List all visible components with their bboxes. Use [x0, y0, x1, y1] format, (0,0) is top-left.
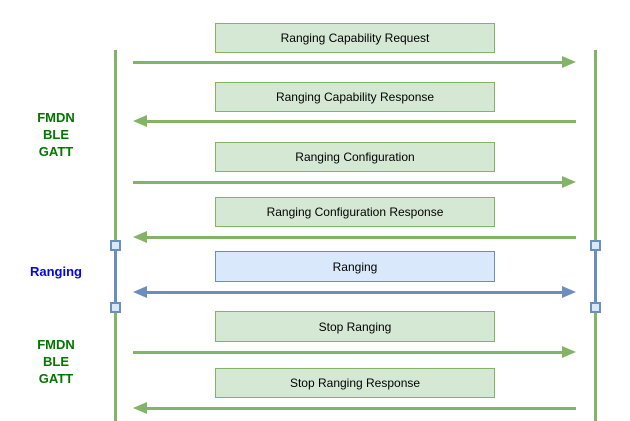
- message-arrow-ranging-bidirectional: [133, 286, 576, 298]
- arrow-shaft: [144, 119, 576, 123]
- phase-label-line: GATT: [38, 371, 74, 386]
- message-arrow-ranging-capability-response: [133, 115, 576, 127]
- arrowhead-left: [133, 115, 147, 127]
- arrowhead-left: [133, 231, 147, 243]
- phase-label-line: FMDN: [37, 110, 75, 125]
- message-label: Ranging Configuration: [295, 150, 415, 164]
- lifeline-right: [594, 50, 597, 421]
- message-box-ranging-configuration: Ranging Configuration: [215, 142, 495, 172]
- message-label: Ranging: [332, 259, 378, 274]
- arrowhead-right: [562, 346, 576, 358]
- message-box-stop-ranging-response: Stop Ranging Response: [215, 368, 495, 398]
- message-arrow-stop-ranging: [133, 346, 576, 358]
- arrow-shaft: [144, 235, 576, 239]
- phase-label-line: BLE: [43, 354, 69, 369]
- ranging-segment-node-right-bottom: [590, 302, 601, 313]
- message-label: Stop Ranging: [318, 319, 392, 334]
- message-box-ranging-capability-request: Ranging Capability Request: [215, 23, 495, 53]
- message-arrow-ranging-capability-request: [133, 56, 576, 68]
- message-label: Stop Ranging Response: [289, 376, 421, 390]
- phase-label-fmdn-ble-gatt-top: FMDN BLE GATT: [11, 109, 101, 160]
- arrow-shaft: [144, 406, 576, 410]
- ranging-segment-node-left-top: [110, 240, 121, 251]
- message-label: Ranging Capability Response: [275, 90, 435, 104]
- arrowhead-right: [562, 176, 576, 188]
- phase-label-fmdn-ble-gatt-bottom: FMDN BLE GATT: [11, 336, 101, 387]
- phase-label-line: Ranging: [30, 264, 82, 279]
- lifeline-right-ranging-segment: [594, 246, 597, 308]
- message-arrow-ranging-configuration: [133, 176, 576, 188]
- message-box-ranging-configuration-response: Ranging Configuration Response: [215, 197, 495, 227]
- message-box-ranging: Ranging: [215, 251, 495, 282]
- arrowhead-right: [562, 56, 576, 68]
- arrow-shaft: [144, 290, 565, 294]
- arrow-shaft: [133, 180, 565, 184]
- arrow-shaft: [133, 350, 565, 354]
- phase-label-line: FMDN: [37, 337, 75, 352]
- arrow-shaft: [133, 60, 565, 64]
- message-label: Ranging Configuration Response: [266, 205, 444, 219]
- message-box-ranging-capability-response: Ranging Capability Response: [215, 82, 495, 112]
- lifeline-left: [114, 50, 117, 421]
- phase-label-line: GATT: [38, 144, 74, 159]
- ranging-segment-node-right-top: [590, 240, 601, 251]
- message-arrow-ranging-configuration-response: [133, 231, 576, 243]
- arrowhead-left: [133, 402, 147, 414]
- message-arrow-stop-ranging-response: [133, 402, 576, 414]
- phase-label-ranging: Ranging: [11, 263, 101, 280]
- ranging-segment-node-left-bottom: [110, 302, 121, 313]
- phase-label-line: BLE: [43, 127, 69, 142]
- message-label: Ranging Capability Request: [280, 31, 430, 45]
- arrowhead-right: [562, 286, 576, 298]
- arrowhead-left: [133, 286, 147, 298]
- message-box-stop-ranging: Stop Ranging: [215, 311, 495, 342]
- lifeline-left-ranging-segment: [114, 246, 117, 308]
